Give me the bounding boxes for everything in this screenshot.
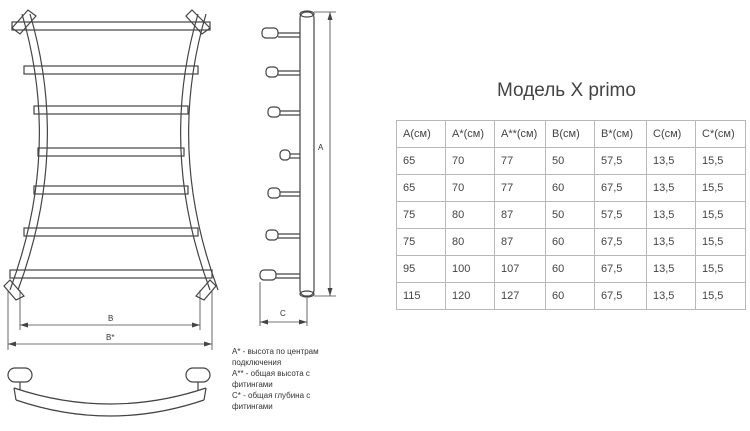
table-header-row: A(см) A*(см) A**(см) B(см) B*(см) C(см) … bbox=[396, 120, 746, 148]
table-cell: 57,5 bbox=[594, 201, 647, 229]
header-c-star: C*(см) bbox=[695, 120, 746, 148]
table-cell: 15,5 bbox=[695, 282, 746, 310]
note-line: C* - общая глубина с bbox=[232, 391, 311, 400]
table-cell: 127 bbox=[494, 282, 546, 310]
table-cell: 87 bbox=[494, 201, 546, 229]
table-cell: 67,5 bbox=[594, 174, 647, 202]
table-cell: 15,5 bbox=[695, 147, 746, 175]
table-cell: 115 bbox=[396, 282, 446, 310]
dimension-notes: A* - высота по центрам подключения A** -… bbox=[232, 346, 362, 412]
table-cell: 13,5 bbox=[646, 147, 696, 175]
table-cell: 70 bbox=[445, 174, 495, 202]
table-cell: 15,5 bbox=[695, 255, 746, 283]
note-line: A** - общая высота с bbox=[232, 369, 310, 378]
dim-label-b: B bbox=[108, 314, 113, 323]
note-line: A* - высота по центрам bbox=[232, 347, 319, 356]
header-a: A(см) bbox=[396, 120, 446, 148]
table-row: 75 80 87 50 57,5 13,5 15,5 bbox=[396, 201, 746, 229]
note-line: фитингами bbox=[232, 380, 273, 389]
header-a-double-star: A**(см) bbox=[494, 120, 546, 148]
table-cell: 75 bbox=[396, 228, 446, 256]
table-cell: 60 bbox=[545, 255, 595, 283]
note-line: подключения bbox=[232, 358, 282, 367]
table-cell: 75 bbox=[396, 201, 446, 229]
table-cell: 13,5 bbox=[646, 282, 696, 310]
table-cell: 13,5 bbox=[646, 255, 696, 283]
table-cell: 15,5 bbox=[695, 174, 746, 202]
table-cell: 67,5 bbox=[594, 255, 647, 283]
table-cell: 60 bbox=[545, 228, 595, 256]
table-cell: 60 bbox=[545, 174, 595, 202]
table-row: 95 100 107 60 67,5 13,5 15,5 bbox=[396, 255, 746, 283]
table-cell: 80 bbox=[445, 228, 495, 256]
table-cell: 13,5 bbox=[646, 201, 696, 229]
table-cell: 77 bbox=[494, 174, 546, 202]
header-a-star: A*(см) bbox=[445, 120, 495, 148]
table-cell: 120 bbox=[445, 282, 495, 310]
model-title: Модель X primo bbox=[497, 80, 636, 101]
table-row: 65 70 77 50 57,5 13,5 15,5 bbox=[396, 147, 746, 175]
table-cell: 15,5 bbox=[695, 228, 746, 256]
table-cell: 57,5 bbox=[594, 147, 647, 175]
table-cell: 60 bbox=[545, 282, 595, 310]
table-cell: 15,5 bbox=[695, 201, 746, 229]
top-view bbox=[7, 367, 211, 417]
table-cell: 100 bbox=[445, 255, 495, 283]
table-cell: 13,5 bbox=[646, 174, 696, 202]
table-cell: 70 bbox=[445, 147, 495, 175]
table-cell: 107 bbox=[494, 255, 546, 283]
dim-label-b-star: B* bbox=[106, 333, 114, 342]
table-cell: 87 bbox=[494, 228, 546, 256]
table-cell: 50 bbox=[545, 147, 595, 175]
header-c: C(см) bbox=[646, 120, 696, 148]
specs-table: A(см) A*(см) A**(см) B(см) B*(см) C(см) … bbox=[396, 120, 746, 310]
table-cell: 67,5 bbox=[594, 282, 647, 310]
table-row: 115 120 127 60 67,5 13,5 15,5 bbox=[396, 282, 746, 310]
header-b: B(см) bbox=[545, 120, 595, 148]
table-cell: 77 bbox=[494, 147, 546, 175]
table-row: 65 70 77 60 67,5 13,5 15,5 bbox=[396, 174, 746, 202]
table-cell: 95 bbox=[396, 255, 446, 283]
table-row: 75 80 87 60 67,5 13,5 15,5 bbox=[396, 228, 746, 256]
table-cell: 67,5 bbox=[594, 228, 647, 256]
table-cell: 13,5 bbox=[646, 228, 696, 256]
front-view bbox=[3, 9, 219, 350]
table-cell: 50 bbox=[545, 201, 595, 229]
table-cell: 80 bbox=[445, 201, 495, 229]
side-view bbox=[259, 10, 336, 326]
table-cell: 65 bbox=[396, 147, 446, 175]
table-cell: 65 bbox=[396, 174, 446, 202]
dim-label-c: C bbox=[280, 309, 286, 318]
header-b-star: B*(см) bbox=[594, 120, 647, 148]
note-line: фитингами bbox=[232, 402, 273, 411]
dim-label-a: A bbox=[318, 143, 324, 152]
